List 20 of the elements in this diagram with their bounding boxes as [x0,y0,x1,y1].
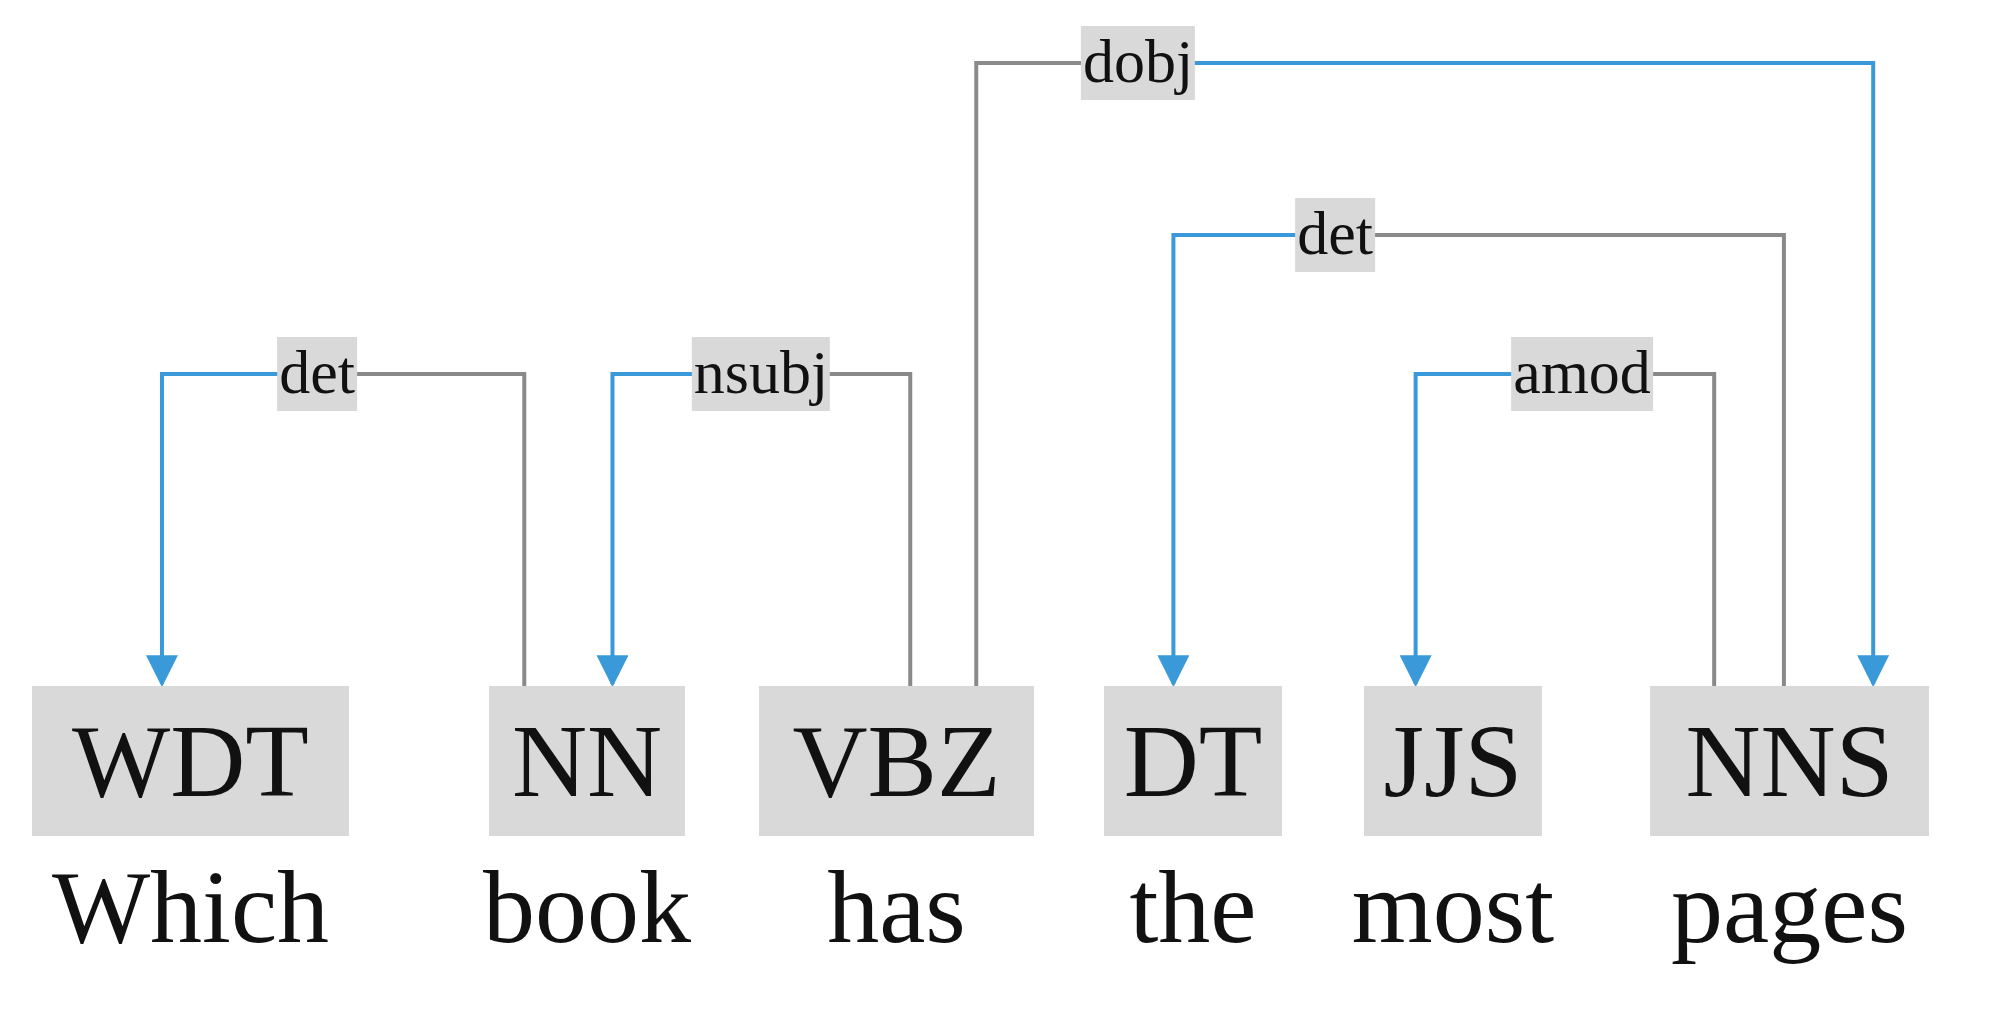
edge-label: det [277,337,357,411]
pos-tag: DT [1104,686,1282,836]
edge-label: dobj [1080,26,1196,100]
dependency-arrow [1157,233,1786,688]
word-text: most [1351,850,1555,965]
word-text: pages [1671,850,1908,965]
pos-tag: WDT [32,686,349,836]
word-text: book [483,850,691,965]
dependency-arrow [145,372,527,688]
edge-label: amod [1511,337,1653,411]
word-text: Which [51,850,330,965]
edge-label: nsubj [691,337,831,411]
pos-tag: NNS [1650,686,1929,836]
dependency-arrow [974,61,1890,688]
pos-tag: JJS [1364,686,1542,836]
edge-label: det [1295,198,1375,272]
word-text: the [1129,850,1257,965]
word-text: has [827,850,966,965]
pos-tag: VBZ [759,686,1034,836]
pos-tag: NN [489,686,685,836]
